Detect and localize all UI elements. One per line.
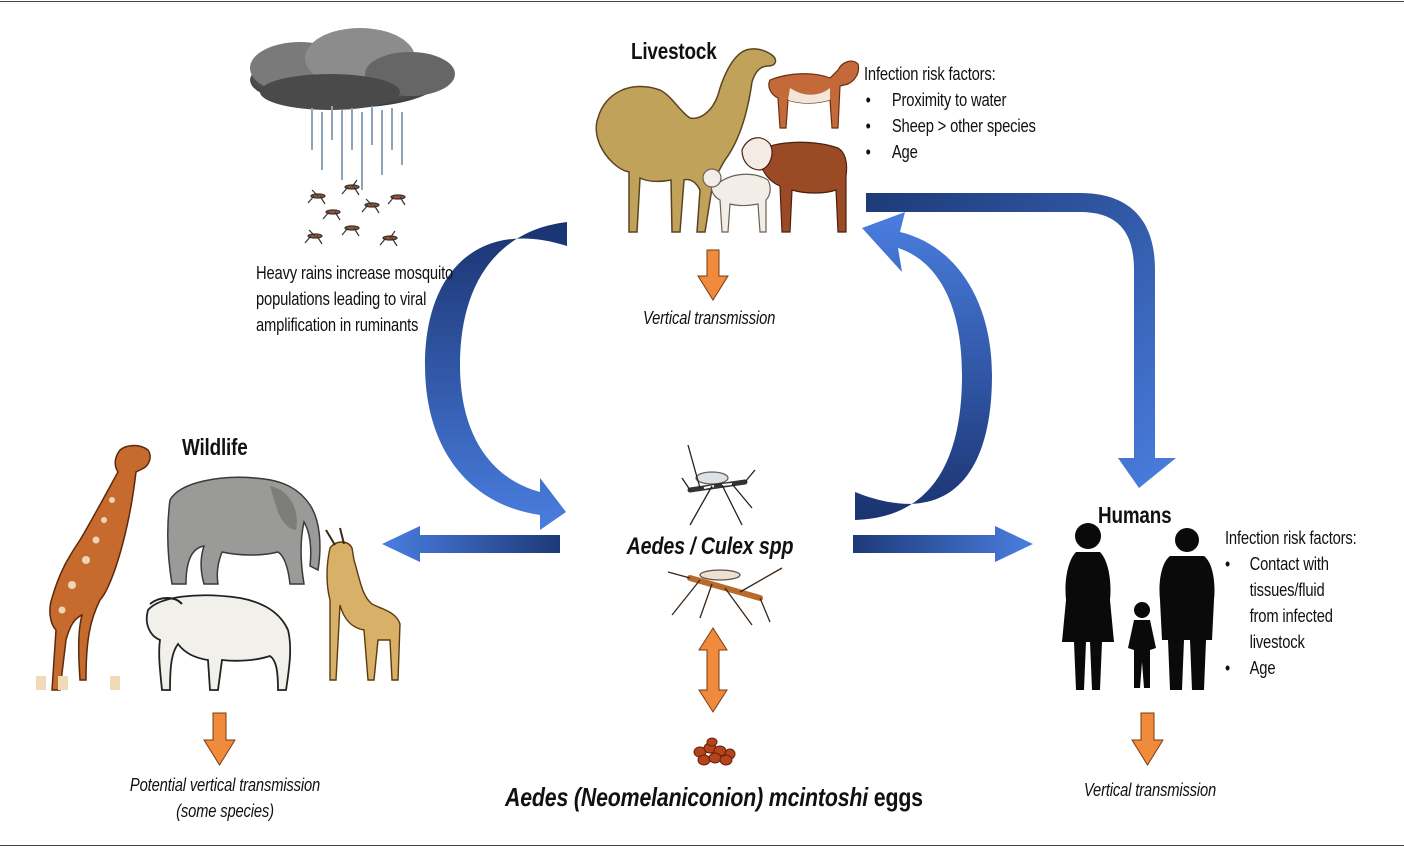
camel-icon [595,48,777,233]
livestock-title: Livestock [631,38,717,64]
humans-risk-line: from infected [1249,606,1333,626]
livestock-risk-block: Infection risk factors: Proximity to wat… [864,61,1036,165]
wildlife-title: Wildlife [182,434,248,460]
humans-risk-list: Contact with tissues/fluid from infected… [1225,551,1357,681]
double-arrow-mosquito-eggs [698,627,728,713]
mosquito-swarm-icon [304,179,406,247]
human-woman-icon [1062,523,1114,690]
elephant-icon [167,476,321,585]
lamb-icon [702,168,771,233]
arrow-mosquito-to-livestock [855,212,992,520]
rain-caption: Heavy rains increase mosquito population… [256,260,453,338]
rain-caption-line: populations leading to viral [256,289,427,309]
humans-risk-block: Infection risk factors: Contact with tis… [1225,525,1357,681]
eggs-species-name: Aedes (Neomelaniconion) mcintoshi [505,782,869,812]
arrow-livestock-to-humans [866,193,1176,488]
vertical-arrow-humans [1131,712,1164,766]
vertical-arrow-wildlife [203,712,236,766]
livestock-risk-item: Sheep > other species [864,113,1036,139]
humans-risk-item: Contact with tissues/fluid from infected… [1225,551,1357,655]
human-man-icon [1159,528,1215,690]
humans-risk-line: livestock [1249,632,1305,652]
livestock-risk-item: Proximity to water [864,87,1036,113]
livestock-risk-list: Proximity to water Sheep > other species… [864,87,1036,165]
humans-title: Humans [1098,502,1172,528]
mosquito-eggs-icon [693,737,736,766]
human-child-icon [1128,602,1156,688]
calf-icon [741,137,848,233]
wildlife-vertical-line: Potential vertical transmission [129,775,321,795]
livestock-vertical-label: Vertical transmission [643,308,776,328]
goat-icon [768,60,860,129]
arrow-mosquito-to-wildlife [382,526,560,562]
aedes-mosquito-icon [681,444,756,526]
arrow-livestock-to-mosquito [425,222,567,530]
humans-risk-heading: Infection risk factors: [1225,528,1357,548]
rain-caption-line: amplification in ruminants [256,315,419,335]
arrow-mosquito-to-humans [853,526,1033,562]
mosquito-genus-label: Aedes / Culex spp [626,533,794,560]
buffalo-icon [145,594,292,691]
culex-mosquito-icon [667,567,783,626]
eggs-suffix: eggs [868,782,923,812]
livestock-risk-item: Age [864,139,1036,165]
giraffe-icon [36,444,151,691]
vertical-arrow-livestock [697,249,729,301]
wildlife-vertical-line: (some species) [176,801,274,821]
bottom-rule [0,845,1404,846]
humans-risk-item: Age [1225,655,1357,681]
eggs-label: Aedes (Neomelaniconion) mcintoshi eggs [505,782,923,813]
humans-vertical-label: Vertical transmission [1083,780,1217,800]
humans-risk-line: tissues/fluid [1249,580,1325,600]
rain-cloud-icon [250,28,455,190]
wildlife-vertical-label: Potential vertical transmission (some sp… [123,772,328,824]
livestock-risk-heading: Infection risk factors: [864,64,996,84]
top-rule [0,1,1404,2]
humans-risk-line: Contact with [1249,554,1329,574]
rain-caption-line: Heavy rains increase mosquito [256,263,454,283]
gazelle-icon [325,527,401,681]
